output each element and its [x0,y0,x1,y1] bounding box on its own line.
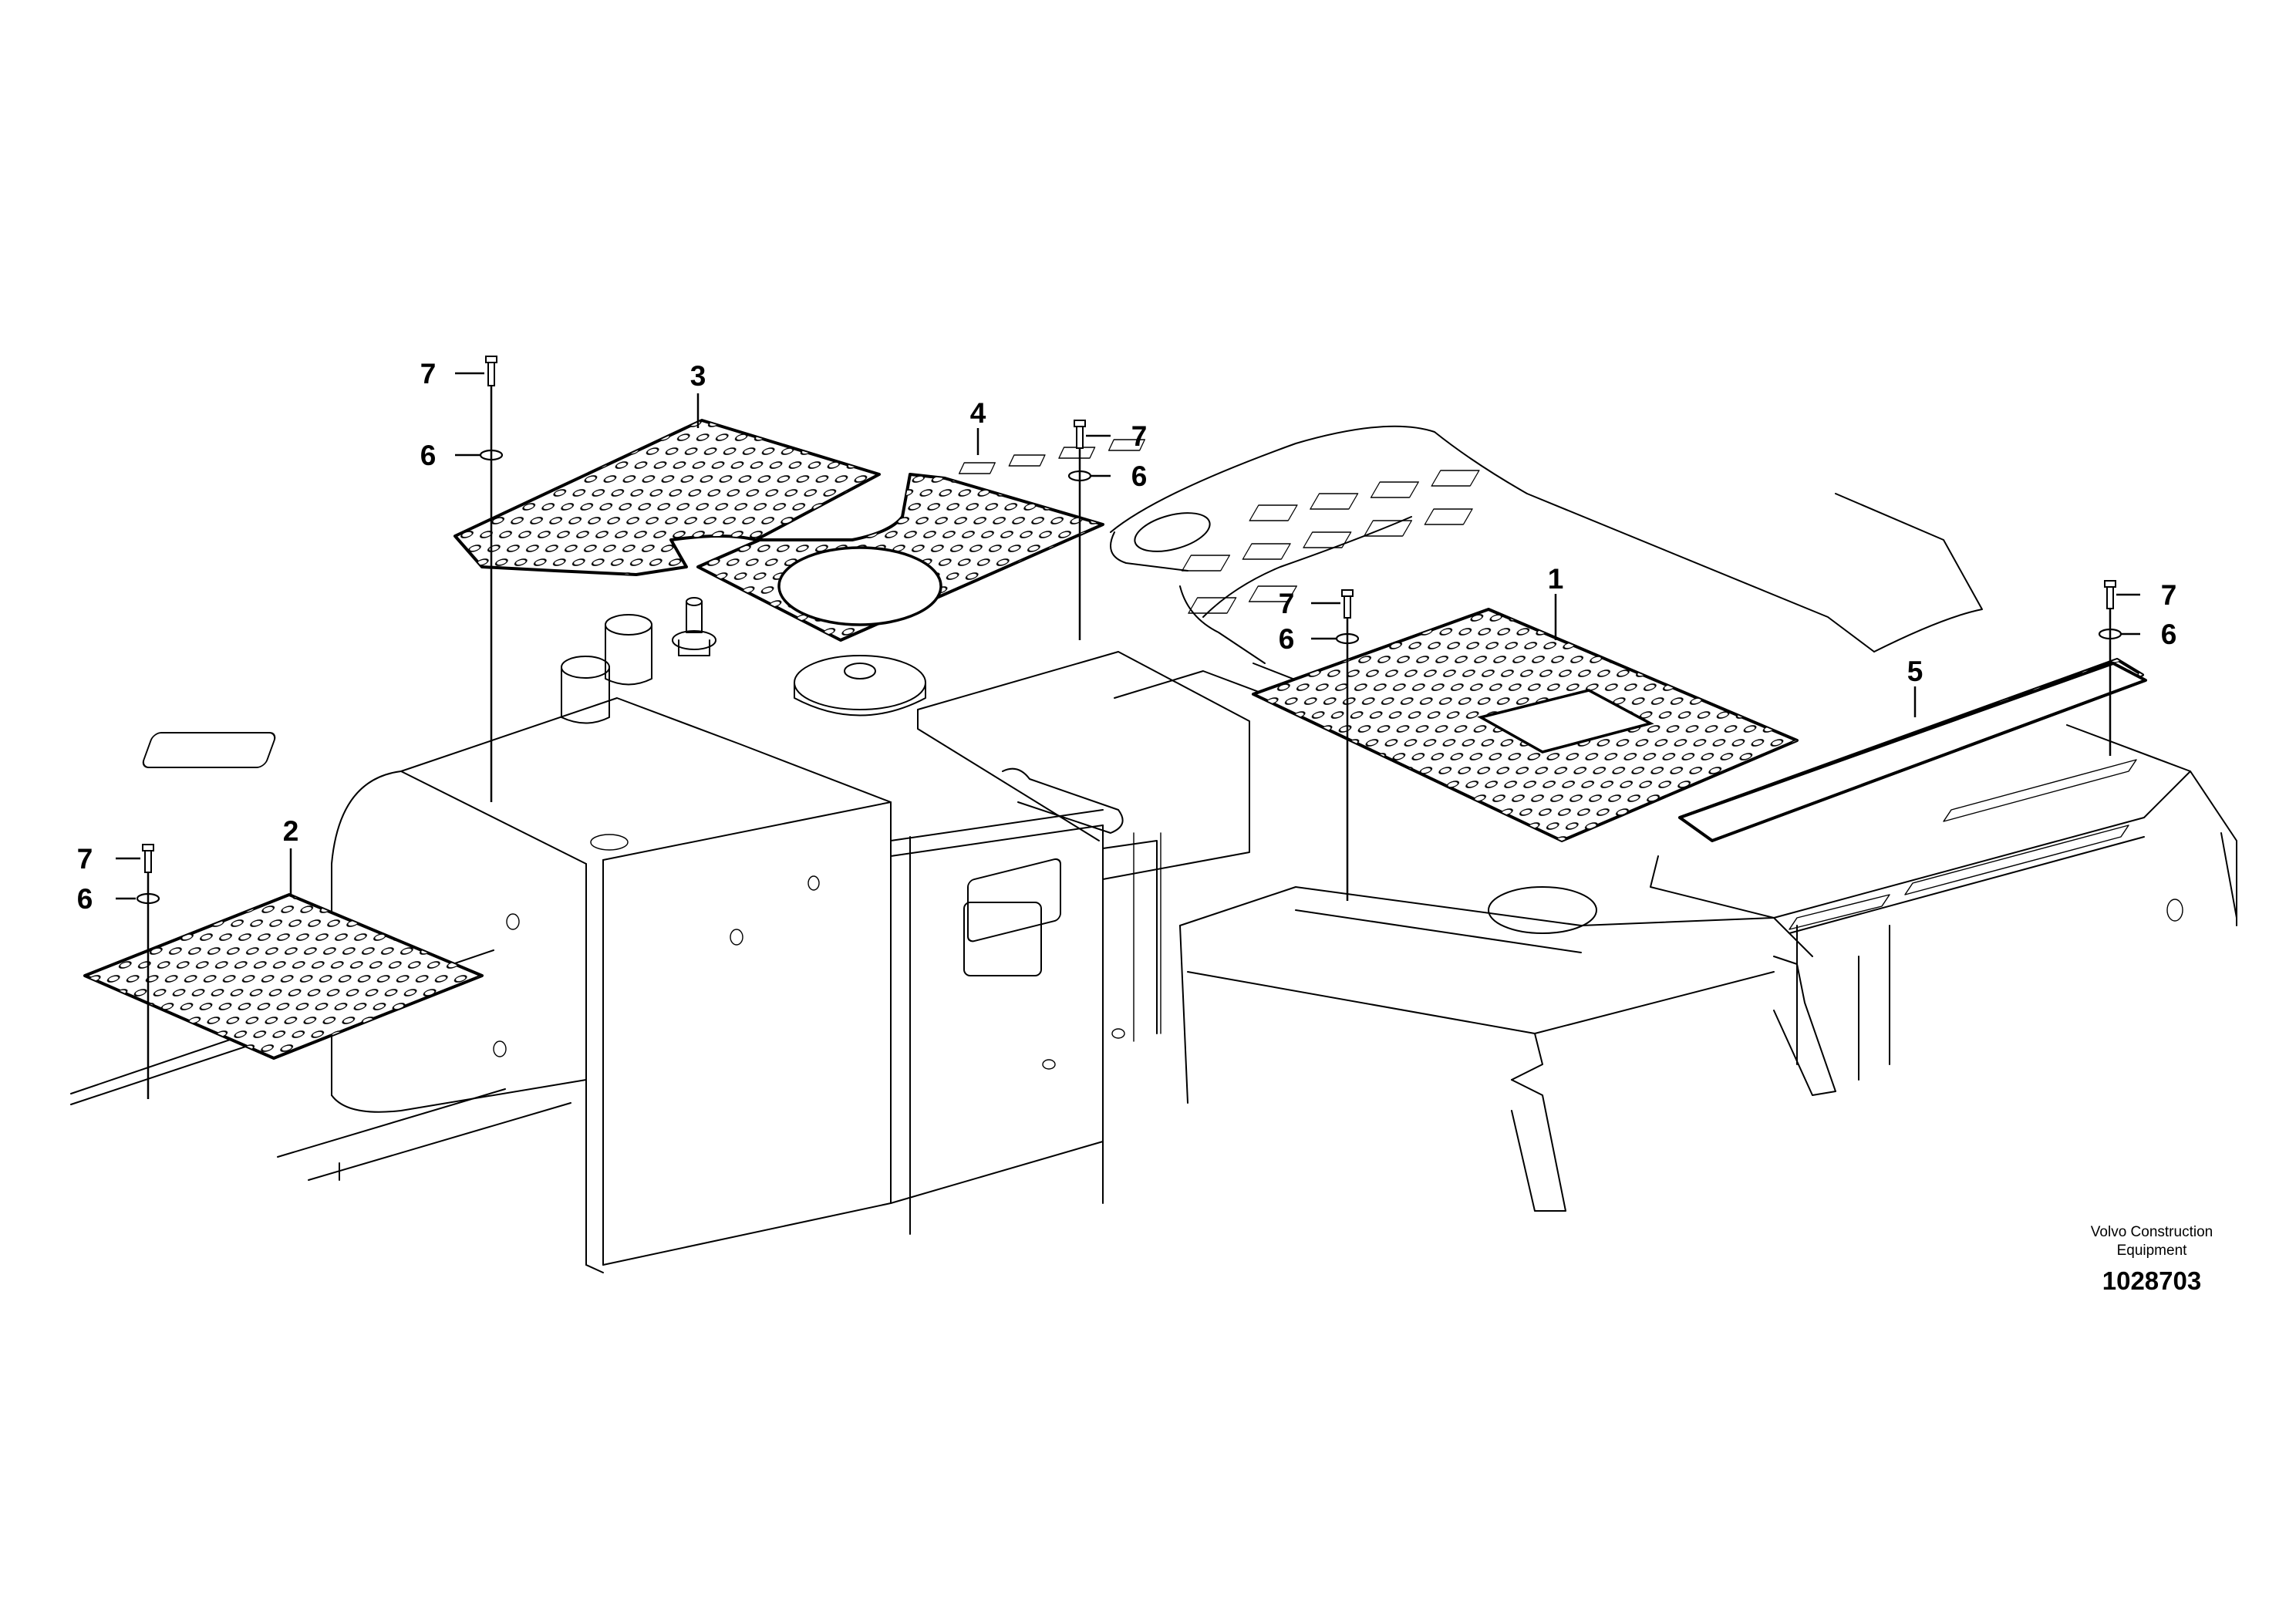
bolt-washer-set-plate-1 [1335,589,1360,901]
callout-3: 3 [690,360,706,392]
plate-1 [1252,608,1799,842]
document-number: 1028703 [2102,1266,2201,1295]
callout-1: 1 [1548,563,1564,595]
bolt-washer-set-plate-3 [479,356,504,802]
callout-6: 6 [420,440,437,471]
callout-7: 7 [1279,588,1295,619]
brand-line-1: Volvo Construction [2091,1224,2213,1240]
callout-6: 6 [1131,460,1148,492]
bolt-washer-set-plate-4 [1067,420,1092,640]
callout-2: 2 [283,815,299,847]
footer: Volvo Construction Equipment 1028703 [2091,1224,2213,1295]
leader-lines [116,372,2140,900]
callout-7: 7 [2161,579,2177,611]
fasteners [136,356,2122,1099]
plate-3 [453,419,881,576]
callout-6: 6 [2161,619,2177,650]
plate-4 [696,473,1104,642]
plate-2 [83,893,484,1060]
callout-4: 4 [970,397,986,429]
callout-7: 7 [1131,420,1148,452]
machine-body [70,425,2237,1273]
callout-7: 7 [420,358,437,389]
bolt-washer-set-plate-2 [136,844,160,1099]
callout-6: 6 [77,883,93,915]
callout-6: 6 [1279,623,1295,655]
brand-line-2: Equipment [2117,1243,2188,1259]
plate-5 [1678,658,2147,842]
callout-7: 7 [77,843,93,875]
callout-5: 5 [1907,656,1923,687]
callout-labels: 3 4 2 1 5 7 6 7 6 7 6 7 6 7 6 [77,358,2177,915]
